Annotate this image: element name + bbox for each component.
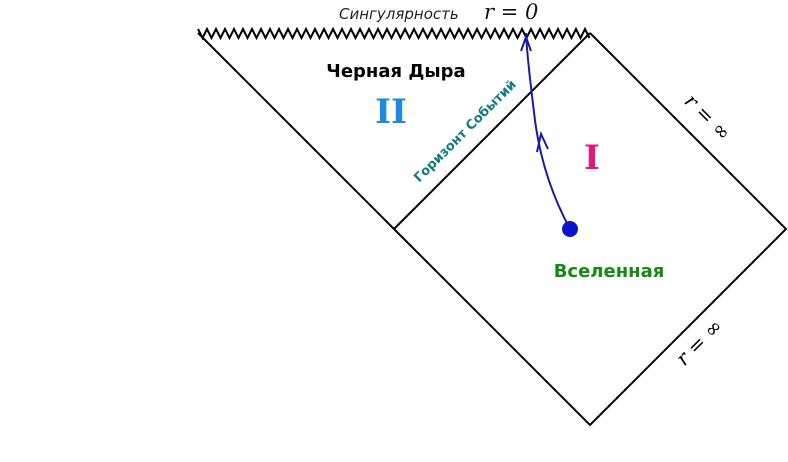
infinity-label-upper: r = ∞ <box>680 89 736 145</box>
black-hole-left-edge <box>197 32 395 230</box>
singularity-label: Сингулярность <box>339 5 459 23</box>
observer-marker <box>562 221 578 237</box>
worldline-arrow-lower <box>536 130 549 153</box>
universe-boundary <box>393 32 788 427</box>
singularity-line <box>197 26 591 41</box>
region-ii-numeral: II <box>375 92 407 132</box>
event-horizon-label: Горизонт Событий <box>411 77 519 185</box>
event-horizon-line <box>393 32 591 230</box>
infinity-label-lower: r = ∞ <box>671 314 727 370</box>
region-i-numeral: I <box>584 138 600 178</box>
observer-worldline <box>525 32 571 230</box>
universe-title: Вселенная <box>554 261 665 282</box>
singularity-equation: r = 0 <box>484 0 538 24</box>
black-hole-title: Черная Дыра <box>326 61 465 82</box>
worldline-arrow-upper <box>520 34 532 52</box>
